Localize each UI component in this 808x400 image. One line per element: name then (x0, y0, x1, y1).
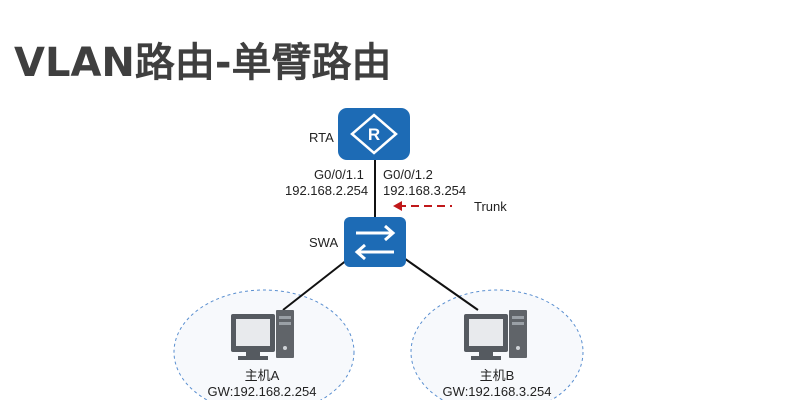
host-b-name: 主机B (479, 368, 515, 383)
host-a-gateway: GW:192.168.2.254 (207, 384, 317, 399)
switch-label: SWA (309, 235, 339, 250)
interface-1-ip: 192.168.2.254 (285, 183, 369, 198)
host-b-gateway: GW:192.168.3.254 (442, 384, 552, 399)
link-switch-host-b (400, 255, 479, 311)
host-a-name: 主机A (244, 368, 280, 383)
host-a-computer-icon[interactable] (231, 310, 294, 360)
interface-2-ip: 192.168.3.254 (383, 183, 467, 198)
router-icon[interactable]: R (338, 108, 410, 160)
trunk-label: Trunk (474, 199, 507, 214)
link-switch-host-a (282, 255, 353, 311)
router-symbol: R (368, 125, 380, 144)
interface-1-name: G0/0/1.1 (314, 167, 364, 182)
interface-2-name: G0/0/1.2 (383, 167, 433, 182)
router-label: RTA (309, 130, 334, 145)
trunk-arrow (393, 201, 452, 211)
switch-icon[interactable] (344, 217, 406, 267)
page-title: VLAN路由-单臂路由 (14, 40, 392, 86)
host-b-computer-icon[interactable] (464, 310, 527, 360)
